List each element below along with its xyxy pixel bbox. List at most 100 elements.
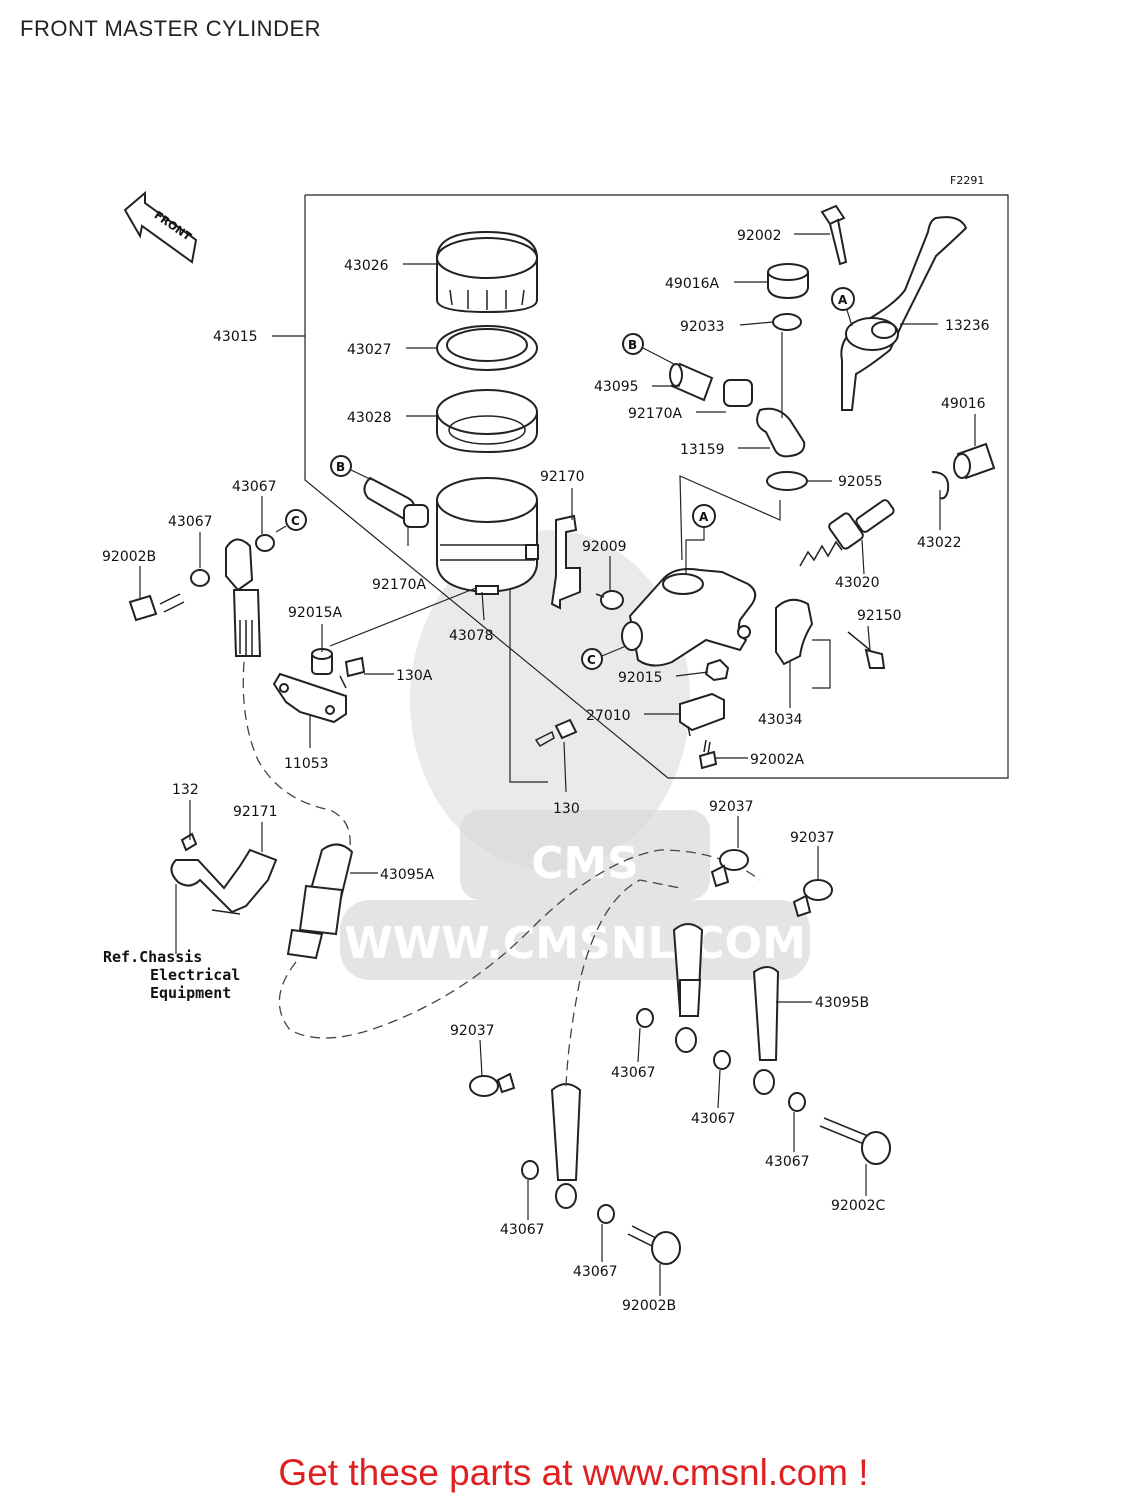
label-92015: 92015 xyxy=(618,670,663,686)
watermark-url: WWW.CMSNL.COM xyxy=(344,918,806,969)
label-13159: 13159 xyxy=(680,442,725,458)
hose-clamp-left xyxy=(403,504,429,528)
label-13236: 13236 xyxy=(945,318,990,334)
callout-c-washer: C xyxy=(275,509,307,533)
callout-a-lever: A xyxy=(831,287,855,327)
diaphragm xyxy=(436,389,538,454)
banjo-bolt-92002c xyxy=(819,1117,891,1165)
label-43026: 43026 xyxy=(344,258,389,274)
label-43022: 43022 xyxy=(917,535,962,551)
part-labels: 43026 43015 43027 43028 43067 43067 9200… xyxy=(102,228,990,1314)
dust-boot xyxy=(767,263,809,300)
label-43095: 43095 xyxy=(594,379,639,395)
reservoir-cap xyxy=(436,230,538,314)
bracket-92171 xyxy=(170,832,278,915)
screw-92009 xyxy=(595,590,624,610)
label-92009: 92009 xyxy=(582,539,627,555)
clamp-92037-b xyxy=(792,879,833,918)
callout-c-body: C xyxy=(581,645,627,670)
label-92037-c: 92037 xyxy=(450,1023,495,1039)
hose-43095a xyxy=(278,843,761,1039)
label-49016: 49016 xyxy=(941,396,986,412)
label-43015: 43015 xyxy=(213,329,258,345)
label-130a: 130A xyxy=(396,668,433,684)
screw-92002a xyxy=(698,739,718,770)
label-49016a: 49016A xyxy=(665,276,720,292)
leader-lines xyxy=(139,233,976,1296)
screw-130a xyxy=(339,656,366,689)
label-92037-a: 92037 xyxy=(709,799,754,815)
label-92002b-top: 92002B xyxy=(102,549,156,565)
label-11053: 11053 xyxy=(284,756,329,772)
front-arrow-icon: FRONT xyxy=(123,190,198,264)
figure-code: F2291 xyxy=(950,174,984,187)
pivot-bolt xyxy=(820,204,848,266)
hose-right: B xyxy=(622,333,714,402)
banjo-bolt-bottom xyxy=(627,1225,681,1265)
label-92002b-bottom: 92002B xyxy=(622,1298,676,1314)
diaphragm-plate xyxy=(436,325,538,371)
washer-lower-2 xyxy=(713,1050,731,1070)
watermark-brand: CMS xyxy=(531,838,639,889)
label-43078: 43078 xyxy=(449,628,494,644)
assembly-box xyxy=(304,194,1009,779)
label-43067-a: 43067 xyxy=(232,479,277,495)
label-43067-f: 43067 xyxy=(500,1222,545,1238)
label-43028: 43028 xyxy=(347,410,392,426)
footer-link[interactable]: Get these parts at www.cmsnl.com ! xyxy=(278,1452,869,1493)
label-92002a: 92002A xyxy=(750,752,805,768)
brake-hose-right xyxy=(752,966,780,1095)
label-92002c: 92002C xyxy=(831,1198,886,1214)
label-43067-d: 43067 xyxy=(691,1111,736,1127)
hose-clamp-right xyxy=(723,379,753,407)
label-132: 132 xyxy=(172,782,199,798)
label-43067-g: 43067 xyxy=(573,1264,618,1280)
label-43067-c: 43067 xyxy=(611,1065,656,1081)
hose-left: B xyxy=(330,455,416,522)
label-92015a: 92015A xyxy=(288,605,343,621)
label-27010: 27010 xyxy=(586,708,631,724)
label-43095b: 43095B xyxy=(815,995,869,1011)
brake-switch xyxy=(679,692,725,737)
label-92150: 92150 xyxy=(857,608,902,624)
o-ring xyxy=(766,471,808,491)
washer-top-right xyxy=(255,534,275,552)
label-43067-e: 43067 xyxy=(765,1154,810,1170)
label-92033: 92033 xyxy=(680,319,725,335)
label-130: 130 xyxy=(553,801,580,817)
bracket-92170 xyxy=(550,514,581,610)
label-92037-b: 92037 xyxy=(790,830,835,846)
brake-hose-upper xyxy=(225,538,351,847)
retainer-clip xyxy=(931,471,950,500)
clamp-92037-a xyxy=(710,849,749,888)
brake-hose-middle xyxy=(672,923,704,1053)
label-92055: 92055 xyxy=(838,474,883,490)
reference-note: Ref.Chassis Electrical Equipment xyxy=(103,948,240,1002)
master-cylinder-body xyxy=(621,568,757,667)
nut-92015a xyxy=(311,648,333,675)
brake-hose-lower xyxy=(550,879,681,1209)
reference-line-3: Equipment xyxy=(150,984,231,1002)
watermark: CMS WWW.CMSNL.COM xyxy=(340,530,810,980)
label-43067-b: 43067 xyxy=(168,514,213,530)
washer-lower-3 xyxy=(788,1092,806,1112)
label-92170a-right: 92170A xyxy=(628,406,683,422)
nut-92015 xyxy=(704,658,730,682)
bracket-11053 xyxy=(272,672,347,724)
label-92170a-left: 92170A xyxy=(372,577,427,593)
washer-lower-4 xyxy=(521,1160,539,1180)
callout-a-body: A xyxy=(685,504,716,574)
banjo-bolt-top xyxy=(128,593,185,622)
washer-lower-5 xyxy=(597,1204,615,1224)
reference-line-2: Electrical xyxy=(150,966,240,984)
washer-top-left xyxy=(190,569,210,587)
svg-text:C: C xyxy=(291,514,300,528)
reservoir-tank xyxy=(436,477,539,595)
callout-b-left: B xyxy=(336,460,345,474)
circlip xyxy=(772,313,802,331)
label-43095a: 43095A xyxy=(380,867,435,883)
brake-lever xyxy=(840,216,968,411)
callout-b-right: B xyxy=(628,338,637,352)
label-43027: 43027 xyxy=(347,342,392,358)
